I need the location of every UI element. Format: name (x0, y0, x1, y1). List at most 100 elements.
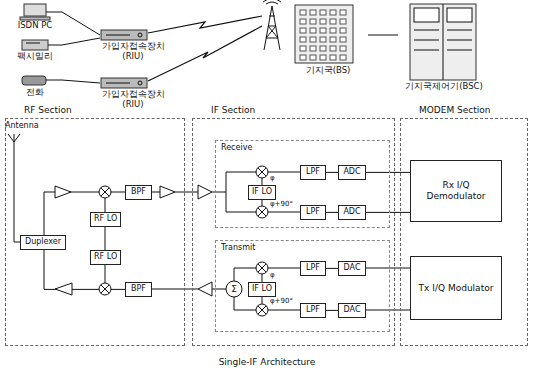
controller-icon (447, 50, 472, 51)
fax-icon (22, 40, 48, 50)
section-heading: RF Section (24, 105, 72, 115)
node-text: Duplexer (24, 238, 62, 247)
window-grid (300, 19, 306, 24)
phone-icon (22, 76, 62, 85)
node-text: Tx I/Q Modulator (419, 283, 494, 294)
signal-connector (62, 12, 100, 35)
window-grid (340, 10, 346, 15)
controller-icon (414, 30, 439, 31)
mixer-symbol (99, 283, 111, 295)
window-grid (330, 37, 336, 42)
adc-box: ADC (338, 165, 366, 180)
phase-label: φ (270, 272, 275, 280)
node-text: 전화 (8, 88, 62, 98)
bandpass-filter: BPF (125, 282, 152, 297)
antenna-tower (263, 0, 281, 50)
telephone-terminal: 전화 (8, 74, 62, 98)
section-heading: Receive (221, 143, 252, 152)
mixer-symbol (258, 306, 266, 314)
pc-icon (46, 12, 62, 13)
phone-icon (46, 80, 62, 81)
phase-label: φ+90° (270, 298, 293, 306)
signal-connector (366, 310, 410, 311)
riu-icon (138, 33, 142, 37)
antenna-label: Antenna (5, 122, 39, 131)
node-text: ADC (342, 208, 362, 217)
riu-icon (101, 30, 147, 40)
signal-connector (326, 310, 338, 311)
node-text: 가입자접속장치 (RIU) (100, 90, 166, 110)
mixer-symbol (256, 206, 268, 218)
node-text: 가입자접속장치 (RIU) (100, 42, 166, 62)
rf-oscillator: RF LO (90, 250, 121, 265)
lowpass-filter: LPF (300, 303, 326, 318)
window-grid (300, 10, 306, 15)
radio-link (148, 16, 262, 33)
fax-terminal: 팩시밀리 (8, 38, 62, 62)
window-grid (340, 28, 346, 33)
riu-icon (101, 30, 147, 40)
window-grid (310, 37, 316, 42)
lowpass-filter: LPF (300, 261, 326, 276)
node-text: LPF (304, 306, 322, 315)
dac-box: DAC (338, 261, 366, 276)
signal-connector (366, 172, 410, 173)
node-text: LPF (304, 168, 322, 177)
controller-icon (414, 50, 439, 51)
mixer-symbol (256, 262, 268, 274)
pc-icon (20, 17, 50, 20)
window-grid (330, 46, 336, 51)
amplifier-symbol (55, 186, 71, 198)
if-oscillator: IF LO (248, 185, 276, 200)
node-text: RF LO (94, 215, 117, 224)
window-grid (310, 19, 316, 24)
lowpass-filter: LPF (300, 165, 326, 180)
signal-connector (326, 268, 338, 269)
bandpass-filter: BPF (125, 185, 152, 200)
figure-caption: Single-IF Architecture (0, 358, 534, 368)
summer-symbol (226, 281, 242, 297)
amplifier-symbol (198, 185, 212, 199)
phone-icon (22, 76, 46, 85)
window-grid (340, 46, 346, 51)
window-grid (320, 46, 326, 51)
riu-icon (101, 78, 147, 88)
rf-wires (105, 192, 226, 289)
window-grid (310, 10, 316, 15)
signal-connector (326, 212, 338, 213)
node-text: ADC (342, 168, 362, 177)
base-station-icon (295, 5, 353, 63)
window-grid (310, 55, 316, 60)
window-grid (320, 55, 326, 60)
transmit-block: TransmitIF LOLPFDACLPFDAC (215, 240, 390, 332)
summer-symbol (226, 281, 242, 297)
mixer-symbol (99, 186, 111, 198)
amplifier-symbol (55, 185, 212, 296)
window-grid (300, 28, 306, 33)
section-heading: Transmit (221, 243, 255, 252)
lowpass-filter: LPF (300, 205, 326, 220)
subscriber-unit: 가입자접속장치 (RIU) (100, 76, 166, 110)
window-grid (320, 19, 326, 24)
rf-section: RF SectionDuplexerBPFRF LORF LOBPF (5, 118, 185, 346)
signal-connector (366, 268, 410, 269)
window-grid (330, 55, 336, 60)
amplifier-symbol (55, 283, 72, 295)
if-wires (212, 172, 300, 310)
node-text: 팩시밀리 (8, 52, 62, 62)
mixer-symbol (258, 168, 266, 176)
signal-connector (326, 172, 338, 173)
window-grid (300, 55, 306, 60)
window-grid (310, 28, 316, 33)
connector-layer (44, 12, 410, 310)
node-text: LPF (304, 264, 322, 273)
window-grid (340, 19, 346, 24)
mixer-symbol (101, 285, 109, 293)
window-grid (320, 10, 326, 15)
controller-icon (447, 8, 472, 22)
modulator-box: Tx I/Q Modulator (410, 256, 502, 320)
antenna-symbol (8, 134, 20, 242)
controller-icon (410, 4, 476, 80)
